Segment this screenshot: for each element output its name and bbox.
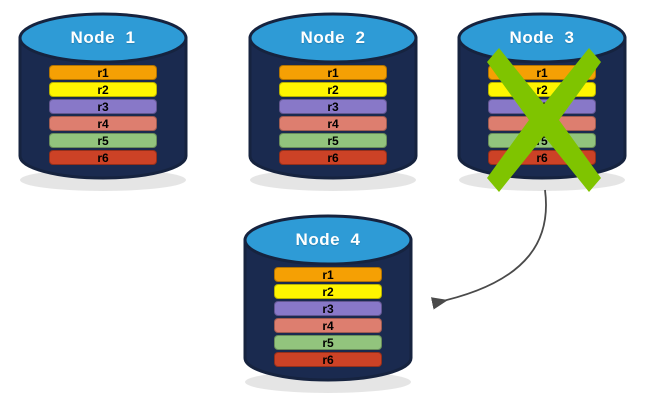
- cylinder-top-4: [243, 214, 413, 266]
- node-cylinder-4[interactable]: Node 4 r1 r2 r3 r4 r5 r6: [243, 210, 413, 393]
- record-r6-node-2[interactable]: r6: [279, 150, 387, 165]
- node-cylinder-3[interactable]: Node 3 r1 r2 r3 r4 r5 r6: [457, 8, 627, 192]
- record-r2-node-4[interactable]: r2: [274, 284, 382, 299]
- record-r1-node-4[interactable]: r1: [274, 267, 382, 282]
- record-r3-node-3[interactable]: r3: [488, 99, 596, 114]
- record-r1-node-3[interactable]: r1: [488, 65, 596, 80]
- record-r6-node-4[interactable]: r6: [274, 352, 382, 367]
- record-r4-node-3[interactable]: r4: [488, 116, 596, 131]
- record-r1-node-2[interactable]: r1: [279, 65, 387, 80]
- node-cylinder-2[interactable]: Node 2 r1 r2 r3 r4 r5 r6: [248, 8, 418, 191]
- node-cylinder-1[interactable]: Node 1 r1 r2 r3 r4 r5 r6: [18, 8, 188, 191]
- record-r4-node-4[interactable]: r4: [274, 318, 382, 333]
- record-r3-node-2[interactable]: r3: [279, 99, 387, 114]
- record-r5-node-4[interactable]: r5: [274, 335, 382, 350]
- record-r5-node-2[interactable]: r5: [279, 133, 387, 148]
- record-r4-node-1[interactable]: r4: [49, 116, 157, 131]
- record-r2-node-1[interactable]: r2: [49, 82, 157, 97]
- record-list-3: r1 r2 r3 r4 r5 r6: [457, 65, 627, 165]
- record-r5-node-1[interactable]: r5: [49, 133, 157, 148]
- record-r2-node-2[interactable]: r2: [279, 82, 387, 97]
- record-list-1: r1 r2 r3 r4 r5 r6: [18, 65, 188, 165]
- record-r6-node-1[interactable]: r6: [49, 150, 157, 165]
- record-list-2: r1 r2 r3 r4 r5 r6: [248, 65, 418, 165]
- record-r2-node-3[interactable]: r2: [488, 82, 596, 97]
- arrow-path: [430, 189, 547, 310]
- record-r4-node-2[interactable]: r4: [279, 116, 387, 131]
- record-r5-node-3[interactable]: r5: [488, 133, 596, 148]
- record-r6-node-3[interactable]: r6: [488, 150, 596, 165]
- record-r3-node-1[interactable]: r3: [49, 99, 157, 114]
- record-r1-node-1[interactable]: r1: [49, 65, 157, 80]
- cylinder-top-2: [248, 12, 418, 64]
- record-r3-node-4[interactable]: r3: [274, 301, 382, 316]
- record-list-4: r1 r2 r3 r4 r5 r6: [243, 267, 413, 367]
- cylinder-top-1: [18, 12, 188, 64]
- cylinder-top-3: [457, 12, 627, 64]
